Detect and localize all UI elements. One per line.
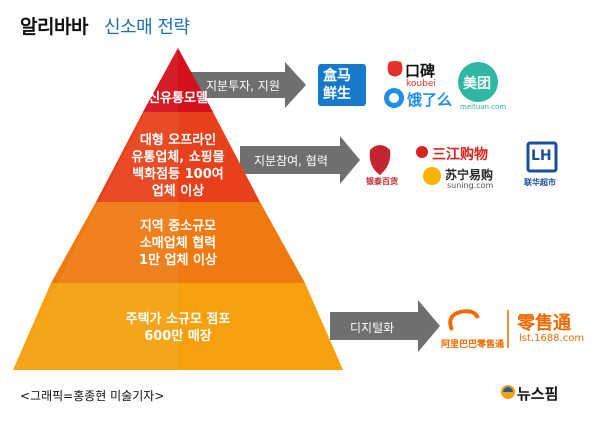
meituan-logo-circle <box>458 62 498 102</box>
eleme-logo: 饿了么 <box>407 91 453 109</box>
arrow-tier-2 <box>240 136 360 184</box>
tier-2-text: 대형 오프라인 유통업체, 쇼핑몰 백화점등 100여 업체 이상 <box>131 133 225 199</box>
pyramid-tier-2 <box>96 112 260 202</box>
alibaba-logo-icon <box>448 309 480 331</box>
koubei-icon <box>387 61 403 77</box>
arrow-tier-4 <box>330 300 440 352</box>
page-subtitle: 신소매 전략 <box>104 17 190 38</box>
suning-sub: suning.com <box>447 181 494 190</box>
yintai-icon <box>369 145 391 175</box>
lianhua-logo-box <box>526 141 558 173</box>
pyramid-shade <box>13 48 178 370</box>
meituan-logo: 美团 <box>463 76 491 92</box>
sanjiang-icon <box>416 146 428 158</box>
suning-icon <box>423 167 441 185</box>
alibaba-lst-logo: 阿里巴巴零售通 <box>441 340 505 350</box>
tier-4-text: 주택가 소규모 점포 600만 매장 <box>125 312 231 344</box>
meituan-sub: meituan.com <box>460 103 507 111</box>
pyramid-tier-1 <box>143 48 213 112</box>
lst-brand: 零售通 <box>517 313 571 334</box>
sanjiang-logo: 三江购物 <box>432 147 488 163</box>
arrow-label-3: 디지털화 <box>350 321 395 335</box>
newspim-logo-icon <box>501 385 515 399</box>
lst-url: lst.1688.com <box>519 333 585 344</box>
pyramid-tier-4 <box>13 283 343 370</box>
pyramid-tier-3 <box>51 202 305 283</box>
lianhua-mark: LH <box>531 148 552 164</box>
arrow-label-1: 지분투자, 지원 <box>206 79 280 93</box>
page-title: 알리바바 <box>20 16 88 38</box>
arrow-tier-1 <box>190 62 306 108</box>
arrow-label-2: 지분참여, 협력 <box>254 154 328 168</box>
graphic-credit: <그래픽=홍종현 미술기자> <box>20 389 165 403</box>
newspim-brand: 뉴스핌 <box>517 385 559 403</box>
suning-logo: 苏宁易购 <box>445 168 494 182</box>
tier-1-text: 신유통모델 <box>148 91 208 106</box>
koubei-logo: 口碑 <box>405 62 436 80</box>
lianhua-logo: 联华超市 <box>524 178 556 187</box>
hema-logo: 盒马 鲜生 <box>323 68 351 102</box>
yintai-logo: 银泰百货 <box>366 177 398 186</box>
tier-3-text: 지역 중소규모 소매업체 협력 1만 업체 이상 <box>139 219 217 268</box>
koubei-sub: koubei <box>406 79 436 89</box>
hema-logo-box <box>318 64 366 106</box>
eleme-icon-inner <box>389 93 399 103</box>
